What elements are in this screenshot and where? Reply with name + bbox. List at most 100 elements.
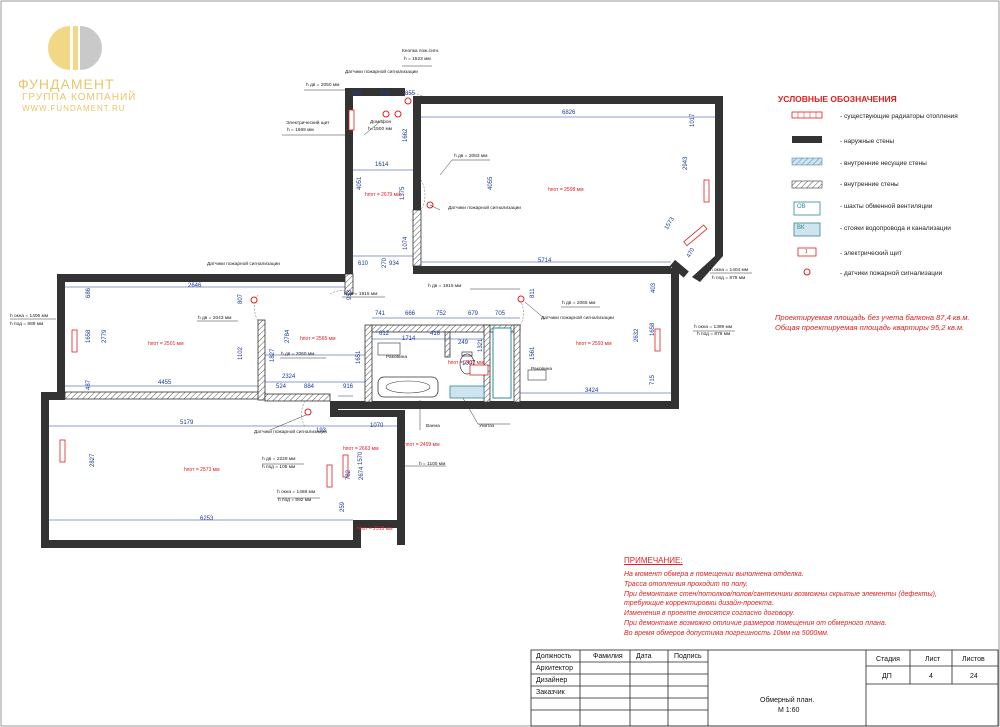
ceiling-height-label: hпот = 2499 мм	[404, 442, 440, 448]
dimension-label: 612	[379, 331, 390, 337]
note-line: При демонтаже стен/потолков/полов/сантех…	[624, 590, 937, 598]
note-line: При демонтаже возможно отличие размеров …	[624, 620, 887, 627]
dimension-label: 1070	[370, 423, 384, 429]
dimension-label: 2324	[282, 374, 296, 380]
plan-annotation: h дв = 1915 мм	[344, 292, 378, 297]
ceiling-height-label: hпот = 2663 мм	[343, 446, 379, 452]
legend-panel-label: 1	[805, 249, 808, 255]
dimension-label: 934	[389, 261, 400, 267]
plan-annotation: h окна = 1404 мм	[710, 268, 749, 273]
plan-annotation: h = 1100 мм	[419, 462, 446, 467]
plan-annotation: h дв = 2043 мм	[198, 316, 232, 321]
ceiling-height-label: hпот = 2573 мм	[184, 467, 220, 473]
tb-sheet-header: Лист	[925, 656, 941, 663]
tb-sheets-value: 24	[970, 673, 978, 680]
ceiling-height-label: hпот = 2318 мм	[357, 526, 393, 532]
legend-item: - шахты обменной вентиляции	[840, 203, 933, 210]
plan-annotation: Кнопка пож.сигн.	[402, 49, 440, 54]
plan-annotation: Раковина	[531, 367, 553, 372]
tb-header-signature: Подпись	[674, 653, 702, 660]
dimension-label: 610	[358, 261, 369, 267]
dimension-label: 2646	[188, 283, 202, 289]
plan-annotation: Раковина	[386, 355, 408, 360]
tb-stage-value: ДП	[882, 673, 892, 680]
dimension-label: 916	[380, 91, 391, 97]
plan-annotation: h=1500 мм	[368, 127, 393, 132]
tb-scale: М 1:60	[778, 707, 800, 714]
ceiling-height-label: hпот = 2598 мм	[548, 187, 584, 193]
note-line: Изменения в проекте вносятся согласно до…	[624, 610, 795, 618]
plan-annotation: h = 1523 мм	[404, 57, 431, 62]
dimension-label: 679	[468, 311, 479, 317]
dimension-label: 666	[405, 311, 416, 317]
plan-annotation: h дв = 2060 мм	[281, 352, 315, 357]
dimension-label: 916	[343, 384, 354, 390]
plan-annotation: h дв = 2065 мм	[562, 301, 596, 306]
plan-annotation: Датчики пожарной сигнализации	[345, 70, 418, 75]
plan-annotation: h дв = 2050 мм	[306, 83, 340, 88]
tb-drawing-title: Обмерный план.	[760, 697, 815, 704]
area-note-1: Проектируемая площадь без учета балкона …	[775, 313, 970, 322]
plan-annotation: Датчики пожарной сигнализации	[541, 316, 614, 321]
tb-header-surname: Фамилия	[593, 653, 623, 660]
inner-walls	[64, 209, 521, 403]
radiators	[59, 109, 710, 488]
dimension-label: 1614	[375, 162, 389, 168]
plan-annotation: Домофон	[370, 120, 392, 125]
company-logo	[48, 26, 102, 70]
legend-symbols	[791, 111, 823, 276]
notes-title: ПРИМЕЧАНИЕ:	[624, 556, 683, 565]
dimension-label: 4455	[158, 380, 172, 386]
tb-header-date: Дата	[636, 653, 652, 660]
dimension-label: 855	[405, 91, 416, 97]
dimension-label: 752	[436, 311, 447, 317]
dimension-label: 5179	[180, 420, 194, 426]
legend-vent-label: ОВ	[797, 204, 806, 210]
dimension-label: 1714	[402, 336, 416, 342]
dimension-label: 5714	[538, 258, 552, 264]
plan-annotation: Унитаз	[479, 424, 495, 429]
plan-annotation: h под = 878 мм	[712, 276, 746, 281]
tb-header-position: Должность	[536, 653, 572, 660]
note-line: Во время обмеров допустима погрешность 1…	[624, 629, 829, 637]
tb-role-customer: Заказчик	[536, 689, 565, 696]
legend-item: - электрический щит	[840, 250, 902, 257]
legend-item: - внутренние несущие стены	[840, 160, 927, 167]
plan-annotation: h дв = 2083 мм	[454, 154, 488, 159]
plan-annotation: h под = 878 мм	[697, 332, 731, 337]
ceiling-height-label: hпот = 2565 мм	[300, 336, 336, 342]
plan-annotation: Датчики пожарной сигнализации	[254, 430, 327, 435]
tb-role-architect: Архитектор	[536, 665, 573, 672]
tb-stage-header: Стадия	[876, 656, 900, 663]
legend-item: - наружные стены	[840, 138, 895, 145]
outer-walls	[41, 88, 723, 548]
ceiling-height-label: hпот = 2437 мм	[448, 360, 484, 366]
dimension-label: 705	[495, 311, 506, 317]
dimension-label: 249	[458, 340, 469, 346]
plan-annotation: h окна = 1468 мм	[277, 490, 316, 495]
area-note-2: Общая проектируемая площадь квартиры 95,…	[775, 323, 965, 332]
dimension-label: 741	[375, 311, 386, 317]
dimension-label: 1007	[462, 361, 476, 367]
plan-annotation: Датчики пожарной сигнализации	[207, 262, 280, 267]
logo-name: ФУНДАМЕНТ	[18, 76, 115, 92]
plan-annotation: h окна = 1406 мм	[10, 314, 49, 319]
plan-annotation: Датчики пожарной сигнализации	[448, 206, 521, 211]
legend-item: - датчики пожарной сигнализации	[840, 270, 943, 277]
ceiling-height-label: hпот = 2593 мм	[576, 341, 612, 347]
plan-annotation: h под = 889 мм	[10, 322, 44, 327]
plan-annotation: Электрический щит	[286, 121, 330, 126]
plan-annotation: h под = 105 мм	[262, 465, 296, 470]
plan-annotation: Ванна	[426, 424, 440, 429]
dimension-label: 849	[352, 91, 363, 97]
ceiling-height-label: hпот = 2501 мм	[148, 341, 184, 347]
legend-item: - внутренние стены	[840, 181, 899, 188]
dimension-label: 3424	[585, 388, 599, 394]
note-line: Трасса отопления проходит по полу.	[624, 580, 748, 588]
dimension-label: 524	[276, 384, 287, 390]
dimension-label: 193	[316, 428, 327, 434]
tb-sheets-header: Листов	[962, 656, 985, 663]
